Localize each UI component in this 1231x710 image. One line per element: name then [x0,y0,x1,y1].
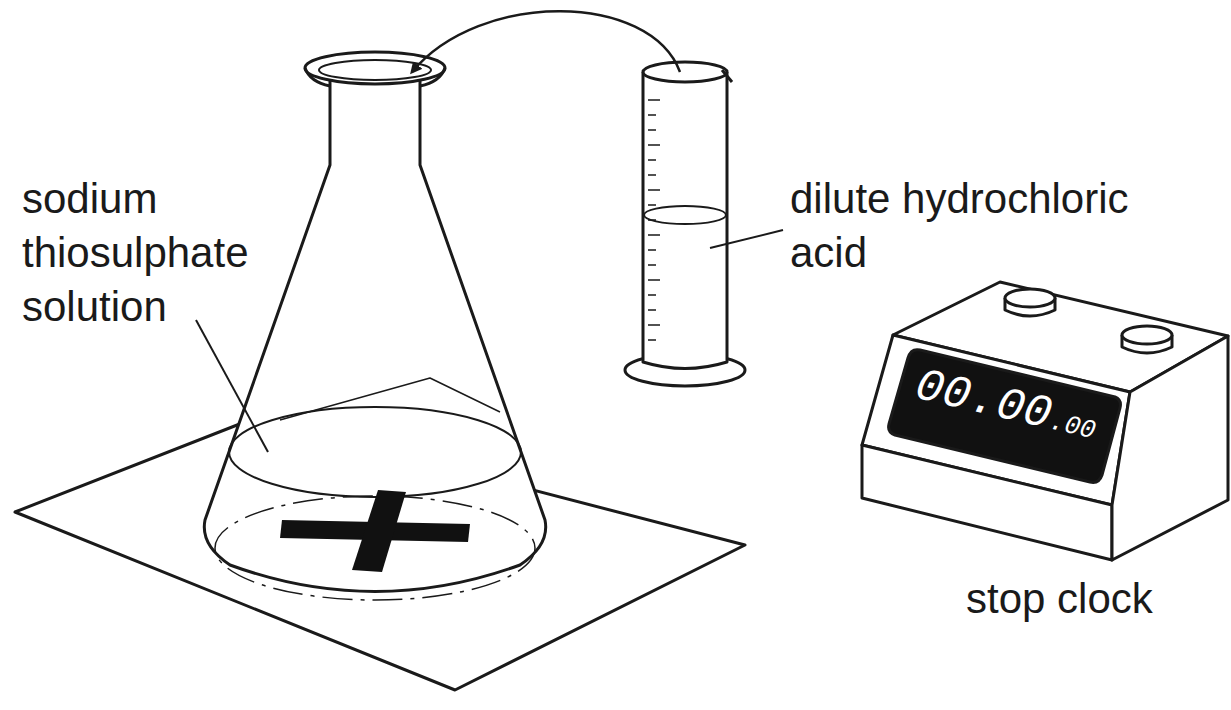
cylinder-spout [722,70,732,82]
liquid-surface [229,407,521,497]
clock-button [1122,326,1172,344]
glass-highlight [280,378,500,420]
clock-side [1112,336,1228,560]
conical-flask [204,80,545,592]
flask-lip [305,68,445,86]
cross-mark [280,490,470,572]
measuring-cylinder [643,72,727,369]
cylinder-rim [643,62,727,82]
part-label: sodium thiosulphate solution [22,172,287,334]
part-label: stop clock [966,572,1206,626]
leader-line [710,230,783,248]
clock-screen [889,350,1121,483]
pour-arrow [412,11,680,72]
acid-surface [644,206,726,224]
part-label: dilute hydrochloric acid [790,172,1200,280]
display-digits: .00 [1046,407,1098,447]
clock-button [1005,289,1055,307]
graduation-marks [648,100,660,340]
flask-rim [305,52,445,84]
leader-line [196,320,268,452]
